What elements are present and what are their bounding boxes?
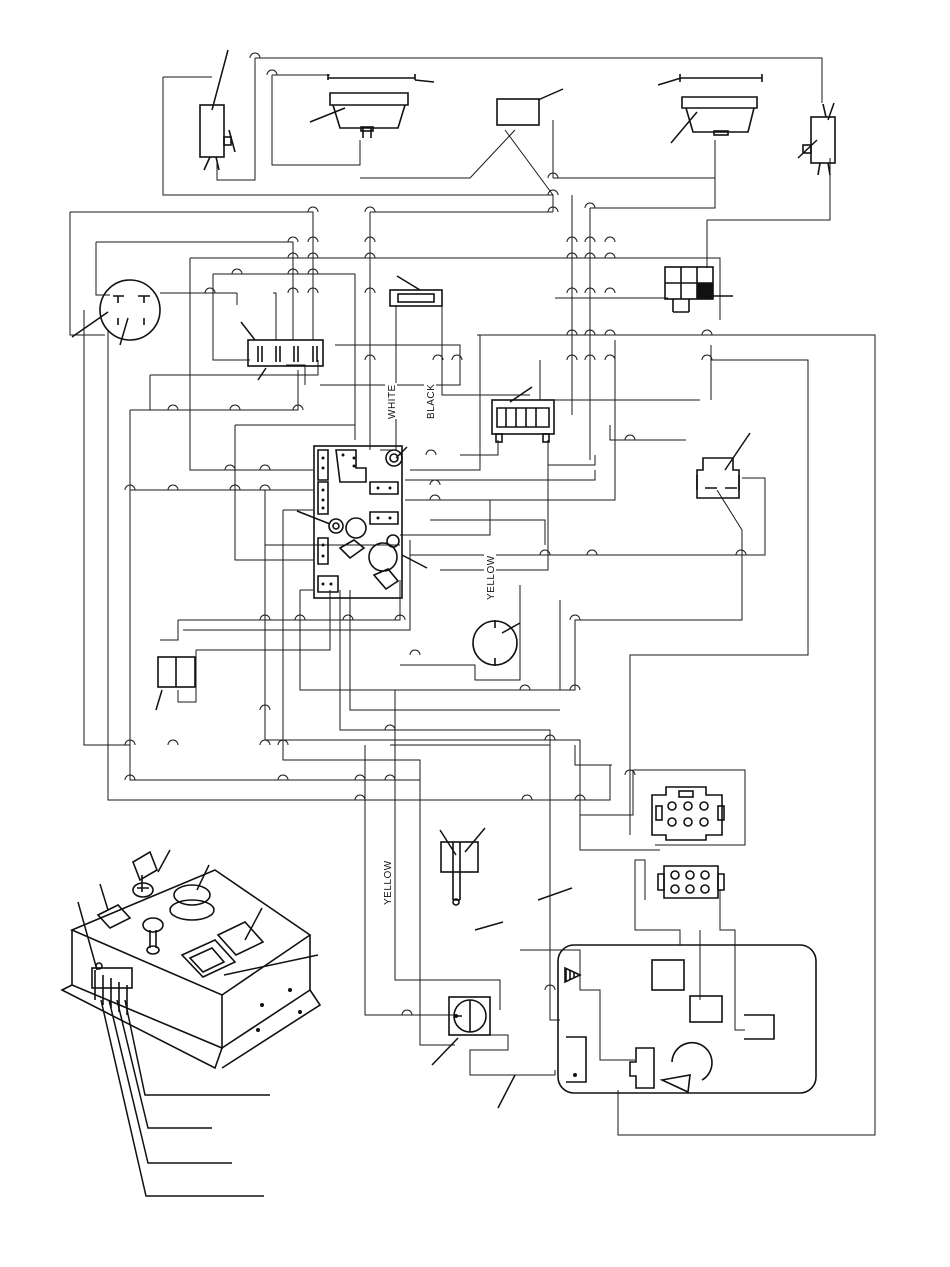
- wire-label-black: BLACK: [426, 384, 437, 419]
- terminal-block: [248, 340, 323, 366]
- solenoid: [441, 842, 478, 905]
- main-circuit-board: [314, 446, 402, 598]
- round-connector: [100, 280, 160, 340]
- seat-switch: [449, 997, 490, 1035]
- wire-crossovers: [125, 53, 746, 1015]
- top-left-switch: [200, 105, 235, 170]
- fuse: [390, 290, 442, 306]
- six-pin-plug: [665, 267, 713, 312]
- relay-block: [492, 400, 554, 442]
- controller-module: [558, 945, 816, 1093]
- left-gauge: [328, 74, 415, 138]
- six-pin-connector: [658, 866, 724, 898]
- two-pin-connector: [158, 657, 195, 687]
- wire-harness: [70, 58, 875, 1135]
- leader-lines: [72, 50, 834, 1196]
- nine-pin-connector: [652, 787, 724, 840]
- round-sensor: [473, 620, 517, 666]
- wire-label-white: WHITE: [387, 384, 398, 419]
- right-gauge: [680, 74, 762, 135]
- top-center-module: [497, 99, 539, 125]
- wire-label-yellow-upper: YELLOW: [486, 555, 497, 600]
- wire-label-yellow-lower: YELLOW: [383, 860, 394, 905]
